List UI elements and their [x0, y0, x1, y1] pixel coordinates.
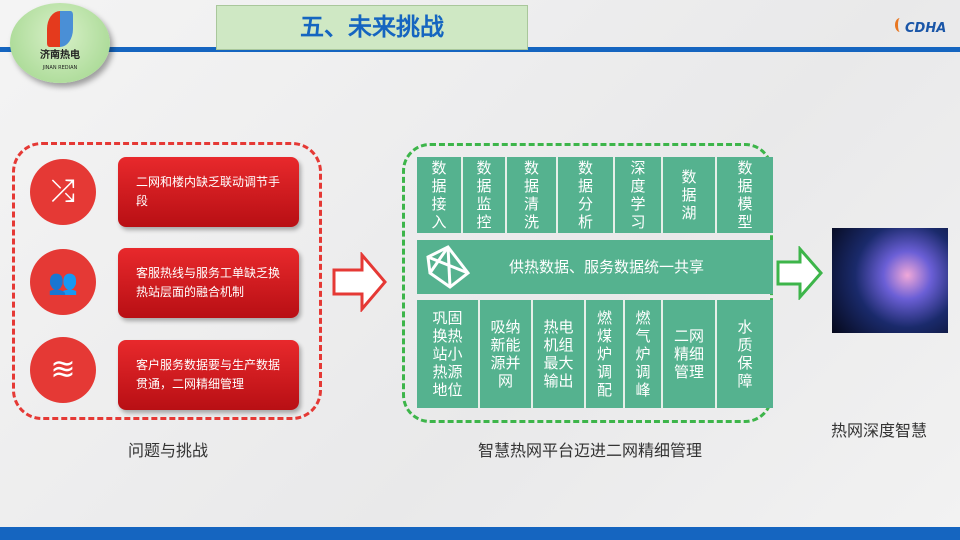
platform-cell: 数据接入 [417, 157, 463, 233]
platform-top-row: 数据接入 数据监控 数据清洗 数据分析 深度学习 数据湖 数据模型 [417, 157, 773, 233]
platform-cell: 数据分析 [558, 157, 615, 233]
ai-brain-image [832, 228, 948, 333]
platform-cell: 燃煤炉调配 [586, 300, 625, 408]
platform-bottom-row: 巩固换热站小热源地位 吸纳新能源并网 热电机组最大输出 燃煤炉调配 燃气炉调峰 … [417, 300, 773, 408]
platform-cell: 巩固换热站小热源地位 [417, 300, 480, 408]
green-arrow-icon [776, 246, 823, 300]
logo-subtext: JINAN REDIAN [42, 65, 78, 71]
challenge-item: 客服热线与服务工单缺乏换热站层面的融合机制 [118, 248, 299, 318]
result-caption: 热网深度智慧 [831, 421, 928, 440]
platform-caption: 智慧热网平台迈进二网精细管理 [478, 441, 703, 460]
challenge-item: 客户服务数据要与生产数据贯通，二网精细管理 [118, 340, 299, 410]
page-title: 五、未来挑战 [216, 5, 528, 50]
company-logo: 济南热电 JINAN REDIAN [10, 3, 110, 83]
platform-cell: 热电机组最大输出 [533, 300, 586, 408]
platform-cell: 数据清洗 [507, 157, 558, 233]
platform-cell: 深度学习 [615, 157, 663, 233]
network-icon [426, 245, 471, 289]
platform-cell: 数据监控 [463, 157, 507, 233]
footer-bar [0, 527, 960, 540]
brand-logo: CDHA [895, 18, 946, 36]
challenge-item: 二网和楼内缺乏联动调节手段 [118, 157, 299, 227]
shuffle-icon: ⤮ [30, 159, 96, 225]
brand-text: CDHA [905, 21, 947, 36]
challenges-box [12, 142, 322, 420]
platform-cell: 数据湖 [663, 157, 717, 233]
challenges-caption: 问题与挑战 [128, 441, 209, 460]
logo-text: 济南热电 [40, 50, 80, 61]
data-sharing-bar: 供热数据、服务数据统一共享 [417, 240, 773, 294]
layers-icon: ≋ [30, 337, 96, 403]
platform-cell: 吸纳新能源并网 [480, 300, 533, 408]
platform-cell: 数据模型 [717, 157, 773, 233]
platform-cell: 燃气炉调峰 [625, 300, 663, 408]
right-arrow-icon [332, 252, 387, 312]
people-network-icon: 👥 [30, 249, 96, 315]
platform-cell: 二网精细管理 [663, 300, 717, 408]
platform-cell: 水质保障 [717, 300, 773, 408]
